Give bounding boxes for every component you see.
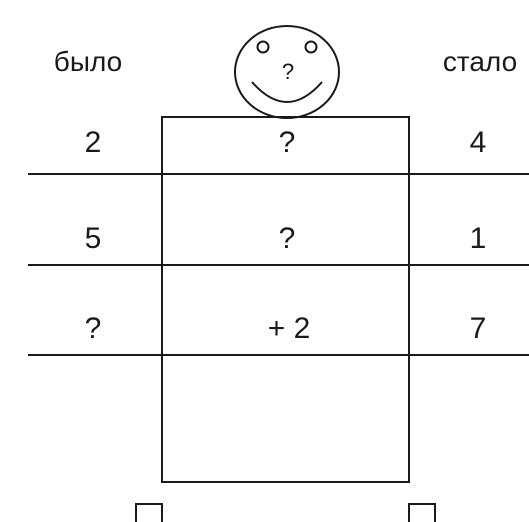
machine-body <box>162 117 409 482</box>
row-2-before: 5 <box>85 224 102 254</box>
left-foot <box>136 504 162 522</box>
left-eye-icon <box>258 42 269 53</box>
face-question-mark: ? <box>282 61 294 83</box>
row-2-after: 1 <box>470 224 487 254</box>
row-3-before: ? <box>85 314 102 344</box>
row-3-operation: + 2 <box>268 314 311 344</box>
smile-icon <box>252 82 322 102</box>
row-1-before: 2 <box>85 128 102 158</box>
right-foot <box>409 504 435 522</box>
row-3-after: 7 <box>470 314 487 344</box>
right-eye-icon <box>306 42 317 53</box>
row-1-operation: ? <box>279 128 296 158</box>
header-after: стало <box>443 48 517 76</box>
row-1-after: 4 <box>470 128 487 158</box>
header-before: было <box>54 48 122 76</box>
row-2-operation: ? <box>279 224 296 254</box>
